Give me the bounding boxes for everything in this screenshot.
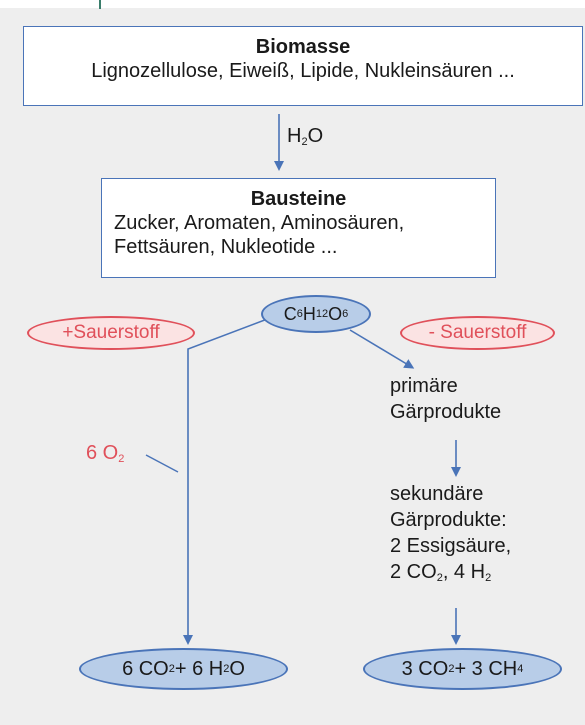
- water-h: H: [287, 125, 302, 147]
- result-right-co2: 3 CO: [401, 657, 449, 680]
- result-right-ch4: + 3 CH: [454, 657, 518, 680]
- secondary-line-3: 2 Essigsäure,: [390, 535, 512, 557]
- water-h-subscript: 2: [301, 136, 308, 148]
- arrow-glucose-to-anaerobic: [349, 329, 415, 369]
- secondary-h2-sub: 2: [485, 572, 492, 584]
- top-divider-mark: [99, 0, 101, 9]
- glucose-c: C: [283, 303, 297, 324]
- secondary-line-4: 2 CO2, 4 H2: [390, 559, 511, 585]
- primary-line-2: Gärprodukte: [390, 401, 502, 423]
- biomasse-title: Biomasse: [255, 36, 351, 58]
- secondary-h2: , 4 H: [442, 561, 486, 583]
- hydrolysis-water-label: H2O: [287, 123, 323, 149]
- oxygen-subscript: 2: [118, 453, 125, 465]
- oxygen-count: 6 O: [86, 442, 119, 464]
- primary-line-1: primäre: [390, 375, 458, 397]
- o2-pointer-line: [145, 454, 179, 473]
- secondary-line-1: sekundäre: [390, 483, 484, 505]
- result-left-h2o: + 6 H: [174, 657, 224, 680]
- result-left-o: O: [229, 657, 245, 680]
- with-oxygen-label: +Sauerstoff: [62, 322, 160, 343]
- with-oxygen-ellipse: +Sauerstoff: [27, 316, 195, 350]
- oxygen-count-label: 6 O2: [86, 440, 124, 466]
- secondary-co2: 2 CO: [390, 561, 437, 583]
- without-oxygen-label: - Sauerstoff: [428, 322, 527, 343]
- secondary-line-2: Gärprodukte:: [390, 509, 507, 531]
- primary-fermentation-products: primäre Gärprodukte: [390, 373, 501, 425]
- biomasse-components: Lignozellulose, Eiweiß, Lipide, Nukleins…: [91, 60, 515, 82]
- without-oxygen-ellipse: - Sauerstoff: [400, 316, 555, 350]
- bausteine-box: Bausteine Zucker, Aromaten, Aminosäuren,…: [101, 178, 496, 278]
- bausteine-title: Bausteine: [250, 188, 347, 210]
- arrow-glucose-to-aerobic: [183, 317, 271, 645]
- glucose-h: H: [302, 303, 316, 324]
- glucose-o: O: [328, 303, 343, 324]
- secondary-co2-sub: 2: [436, 572, 443, 584]
- biomasse-box: Biomasse Lignozellulose, Eiweiß, Lipide,…: [23, 26, 583, 106]
- secondary-fermentation-products: sekundäre Gärprodukte: 2 Essigsäure, 2 C…: [390, 481, 511, 585]
- result-left-co2: 6 CO: [122, 657, 169, 680]
- bausteine-line-2: Fettsäuren, Nukleotide ...: [114, 236, 338, 258]
- diagram-background: [0, 8, 585, 725]
- water-o: O: [307, 125, 324, 147]
- bausteine-line-1: Zucker, Aromaten, Aminosäuren,: [114, 212, 405, 234]
